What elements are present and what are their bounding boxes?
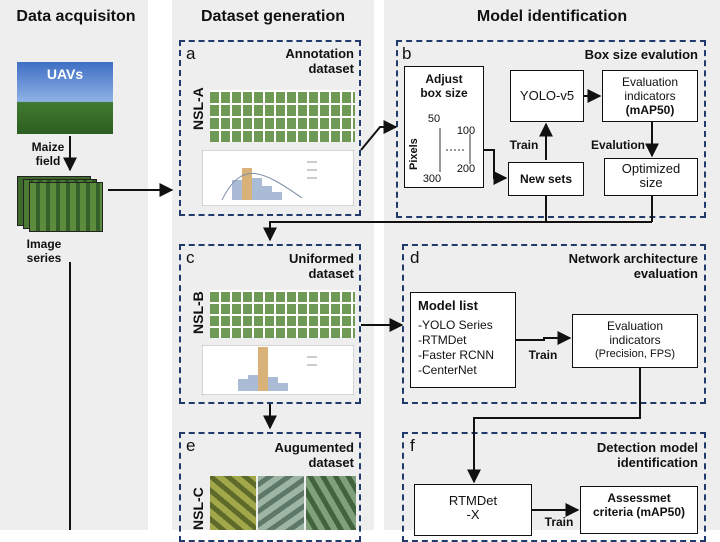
acquisition-column-title: Data acquisiton (16, 8, 136, 25)
panel-b-title: Box size evalution (584, 47, 698, 62)
panel-c-histogram (202, 345, 354, 395)
model-item: -RTMDet (418, 333, 467, 347)
adjust-box-size-box (404, 66, 484, 188)
arrow-a-to-b (360, 120, 398, 151)
identification-column-title: Model identification (476, 8, 628, 25)
uav-sky-image: UAVs (17, 62, 113, 134)
hist-a-bar (242, 168, 252, 200)
panel-c (179, 244, 361, 404)
arrow-b-to-c (263, 196, 547, 242)
evaluation-map50-box (602, 70, 698, 122)
adjust-box-size-label: Adjust box size (420, 72, 468, 100)
model-list-box (410, 292, 516, 388)
generation-column-title: Dataset generation (200, 8, 346, 25)
panel-f-title: Detection model identification (596, 440, 698, 470)
hist-c-bar (268, 377, 278, 391)
assessment-criteria-label: Assessmet criteria (mAP50) (592, 491, 686, 519)
panel-c-letter: c (186, 248, 195, 267)
model-item: -YOLO Series (418, 318, 493, 332)
model-list-title: Model list (418, 298, 478, 313)
yolo-v5-label: YOLO-v5 (519, 88, 575, 103)
panel-e-letter: e (186, 436, 196, 455)
uavs-label: UAVs (46, 66, 84, 82)
hist-a-bar (252, 178, 262, 200)
panel-a-histogram (202, 150, 354, 206)
hist-a-bar (272, 192, 282, 200)
tick-300: 300 (422, 173, 442, 185)
new-sets-box (508, 162, 584, 196)
arrow-adjust-to-newsets (484, 149, 508, 185)
panel-d-title: Network architecture evaluation (568, 251, 698, 281)
optimized-size-box (604, 158, 698, 196)
image-series-stack (17, 176, 105, 232)
maize-field-label: Maize field (31, 140, 65, 168)
hist-c-bar (278, 383, 288, 391)
hist-c-bar (238, 379, 248, 391)
train-label-f: Train (544, 515, 574, 529)
evalution-label: Evalution (590, 138, 645, 152)
train-label-d: Train (528, 348, 558, 362)
panel-d-letter: d (410, 248, 420, 267)
tick-100: 100 (456, 125, 476, 137)
generation-column (172, 0, 374, 530)
yolo-v5-box (510, 70, 584, 122)
model-item: -Faster RCNN (418, 348, 495, 362)
tick-50: 50 (427, 113, 441, 125)
panel-a-letter: a (186, 44, 196, 63)
hist-a-bar (262, 186, 272, 200)
evaluation-precision-label: Evaluation indicators (Precision, FPS) (594, 319, 676, 360)
evaluation-precision-box (572, 314, 698, 368)
hist-c-bar (248, 375, 258, 391)
connector-lines (63, 89, 659, 530)
tick-200: 200 (456, 163, 476, 175)
panel-c-title: Uniformed dataset (289, 251, 354, 281)
model-item: -CenterNet (418, 363, 477, 377)
panel-a-image-grid (210, 90, 355, 142)
hist-a-bar (232, 180, 242, 200)
rtmdet-x-box (414, 484, 532, 536)
new-sets-label: New sets (519, 172, 573, 186)
panel-c-image-grid (210, 290, 355, 338)
assessment-criteria-box (580, 486, 698, 534)
optimized-size-label: Optimized size (621, 161, 681, 190)
panel-e-title: Augumented dataset (274, 440, 354, 470)
panel-a (179, 40, 361, 216)
hist-c-bar (258, 347, 268, 391)
evaluation-map50-label: Evaluation indicators (mAP50) (621, 75, 679, 117)
rtmdet-x-label: RTMDet -X (448, 493, 498, 522)
panel-e-leaf-tiles (210, 476, 356, 530)
panel-a-title: Annotation dataset (285, 46, 354, 76)
arrow-d-to-f (467, 368, 641, 484)
panel-f-letter: f (410, 436, 415, 455)
train-label-b: Train (509, 138, 539, 152)
arrow-modellist-to-eval (516, 331, 572, 345)
image-series-label: Image series (26, 237, 62, 265)
panel-b-letter: b (402, 44, 412, 63)
